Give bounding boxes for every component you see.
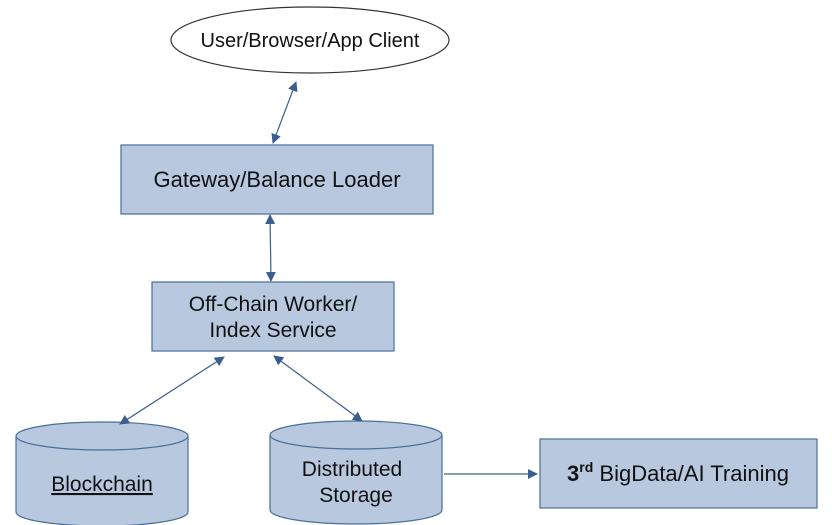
storage-label-line1: Distributed <box>302 458 402 481</box>
storage-node: Distributed Storage <box>269 420 443 525</box>
blockchain-node: Blockchain <box>15 421 189 525</box>
bigdata-box <box>539 438 818 509</box>
blockchain-cylinder-body <box>15 436 189 525</box>
arrow-worker-blockchain <box>119 356 225 425</box>
bigdata-node: 3rd BigData/AI Training <box>539 438 818 509</box>
storage-cylinder-top <box>269 420 443 450</box>
gateway-box <box>120 144 434 215</box>
storage-label-line2: Storage <box>319 484 393 507</box>
arrow-worker-storage <box>273 355 363 422</box>
storage-cylinder-body <box>269 435 443 525</box>
blockchain-label: Blockchain <box>51 473 153 496</box>
gateway-node: Gateway/Balance Loader <box>120 144 434 215</box>
bigdata-text: BigData/AI Training <box>593 461 789 486</box>
arrow-gateway-worker <box>265 214 276 282</box>
worker-box <box>151 281 395 352</box>
arrow-client-gateway <box>271 81 298 144</box>
client-node: User/Browser/App Client <box>170 6 450 74</box>
blockchain-cylinder-top <box>15 421 189 451</box>
worker-label-line2: Index Service <box>209 319 336 342</box>
gateway-label: Gateway/Balance Loader <box>153 167 400 192</box>
worker-node: Off-Chain Worker/ Index Service <box>151 281 395 352</box>
bigdata-prefix: 3 <box>567 461 579 486</box>
client-label: User/Browser/App Client <box>201 30 420 52</box>
worker-label-line1: Off-Chain Worker/ <box>189 293 358 316</box>
bigdata-superscript: rd <box>579 459 593 475</box>
bigdata-label: 3rd BigData/AI Training <box>567 459 789 486</box>
